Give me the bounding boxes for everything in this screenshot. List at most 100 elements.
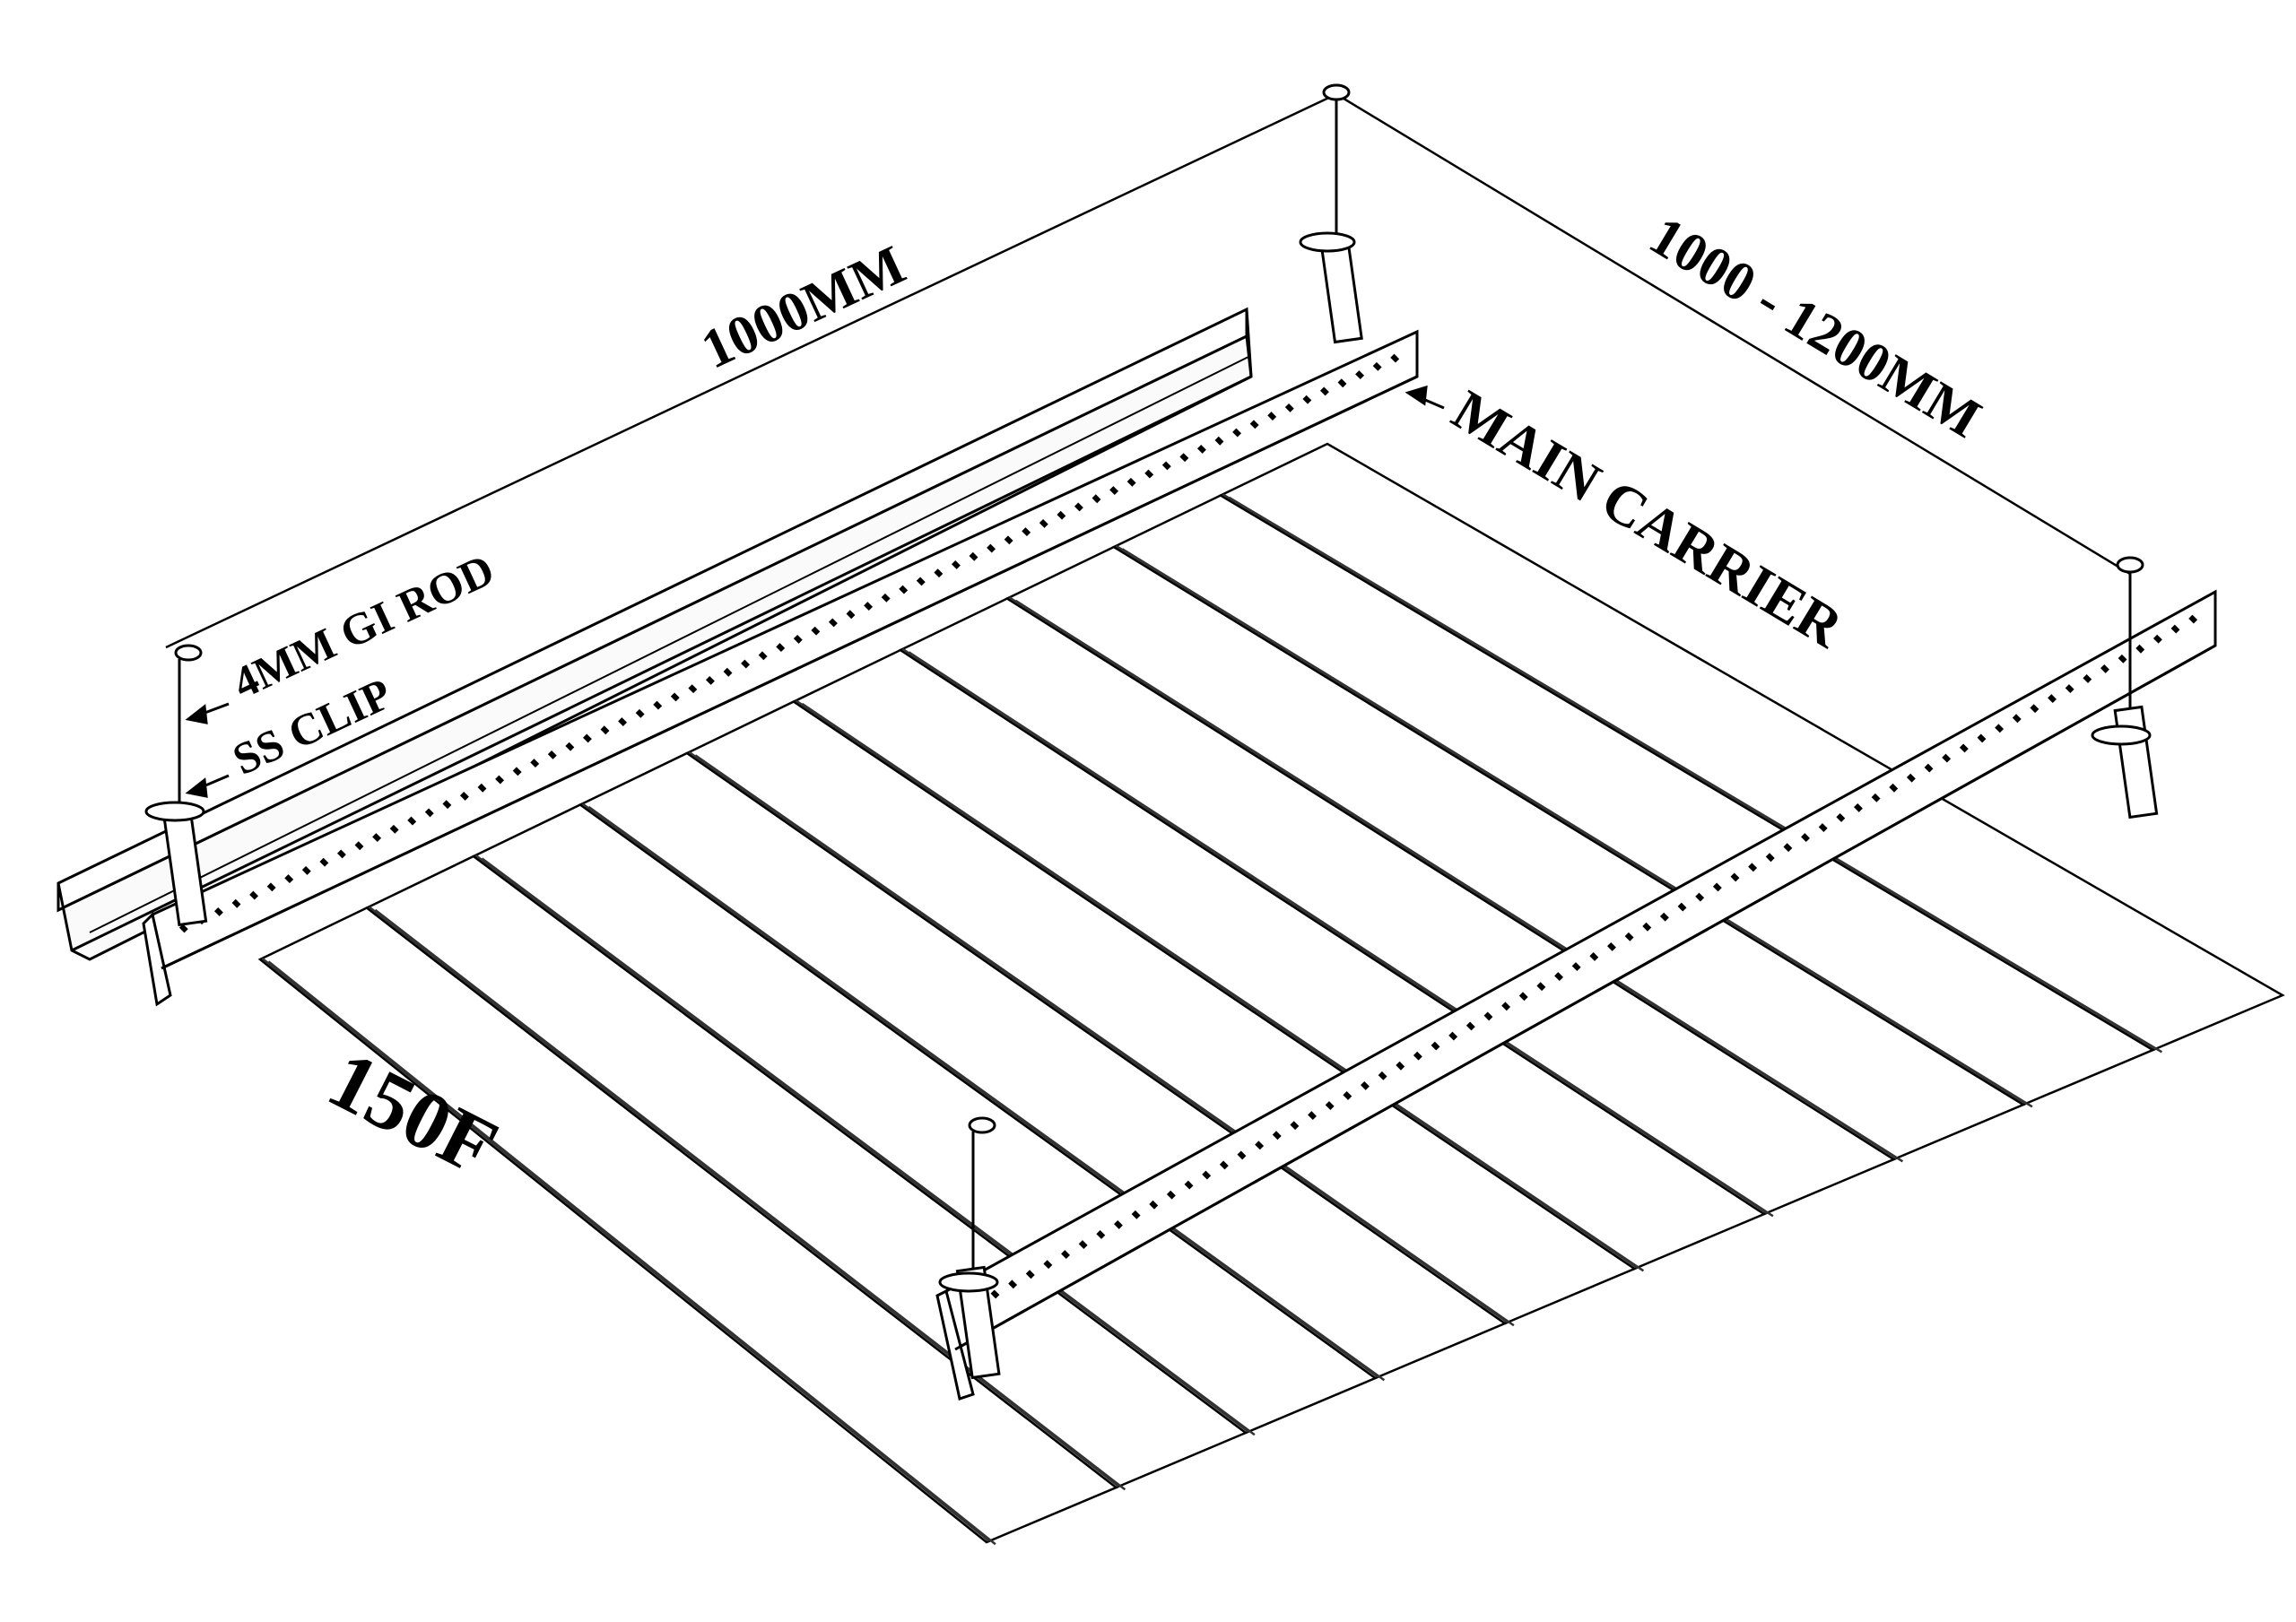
gi-rod-arrowhead xyxy=(185,704,208,724)
panel-groove xyxy=(694,754,1515,1327)
carrier-hole xyxy=(1166,1190,1176,1200)
panel-groove xyxy=(267,960,996,1546)
carrier-hole xyxy=(1308,1111,1317,1121)
carrier-hole xyxy=(1977,733,1987,743)
carrier-hole xyxy=(1355,370,1365,379)
carrier-hole xyxy=(530,759,540,768)
carrier-hole xyxy=(741,659,751,669)
carrier-hole xyxy=(284,874,294,884)
hanger-left xyxy=(144,644,208,927)
wall-angle-channel xyxy=(57,307,1253,961)
carrier-hole xyxy=(1571,962,1581,971)
panel-groove xyxy=(261,957,990,1542)
carrier-hole xyxy=(1501,1002,1511,1011)
carrier-hole xyxy=(1343,1091,1352,1100)
carrier-hole xyxy=(864,602,874,611)
carrier-hole xyxy=(846,610,856,620)
carrier-hole xyxy=(987,543,996,553)
carrier-hole xyxy=(1818,823,1828,832)
carrier-hole xyxy=(1039,518,1048,528)
carrier-hole xyxy=(881,593,891,603)
carrier-hole xyxy=(618,717,628,726)
carrier-hole xyxy=(1179,453,1189,463)
carrier-hole xyxy=(424,808,434,818)
carrier-hole xyxy=(1642,922,1652,932)
carrier-hole xyxy=(2030,704,2039,714)
length-dimension-label: 1000MM xyxy=(692,234,914,380)
carrier-hole xyxy=(1659,912,1669,922)
carrier-hole xyxy=(1483,1011,1493,1021)
carrier-hole xyxy=(1554,972,1563,982)
carrier-hole xyxy=(1057,510,1066,520)
carrier-hole xyxy=(899,585,909,594)
carrier-hole xyxy=(1114,1219,1123,1229)
carrier-hole xyxy=(776,643,786,653)
ceiling-panel xyxy=(1218,442,2285,1052)
panel-groove xyxy=(374,908,1126,1491)
carrier-hole xyxy=(459,792,469,801)
carrier-hole xyxy=(758,651,768,661)
carrier-hole xyxy=(1836,813,1846,822)
carrier-hole xyxy=(1004,535,1013,545)
carrier-hole xyxy=(1255,1141,1265,1150)
carrier-hole xyxy=(1372,361,1382,371)
carrier-hole xyxy=(565,742,575,751)
carrier-hole xyxy=(1765,853,1775,863)
carrier-hole xyxy=(231,898,241,908)
hanger-right xyxy=(2091,556,2159,820)
carrier-hole xyxy=(266,882,276,892)
carrier-hole xyxy=(969,551,978,561)
carrier-hole xyxy=(1096,1230,1106,1239)
carrier-hole xyxy=(1448,1031,1458,1041)
ceiling-panels xyxy=(257,442,2285,1546)
carrier-hole xyxy=(301,865,311,875)
carrier-hole xyxy=(1695,892,1705,902)
carrier-hole xyxy=(1319,386,1329,396)
carrier-hole xyxy=(1219,1160,1229,1170)
carrier-hole xyxy=(705,676,715,685)
carrier-hole xyxy=(828,618,838,628)
carrier-hole xyxy=(1325,1101,1335,1110)
carrier-hole xyxy=(1249,420,1259,429)
carrier-hole xyxy=(1431,1041,1440,1051)
carrier-hole xyxy=(1131,1210,1141,1219)
main-carrier-arrowhead xyxy=(1405,385,1428,406)
carrier-hole xyxy=(723,667,733,677)
panel-groove xyxy=(587,805,1386,1382)
carrier-hole xyxy=(1008,1279,1018,1289)
main-carrier-back xyxy=(142,329,1419,1007)
panel-groove xyxy=(481,857,1256,1436)
hanger-front xyxy=(938,1116,1001,1380)
carrier-hole xyxy=(1272,1131,1282,1141)
carrier-hole xyxy=(1214,436,1224,446)
carrier-hole xyxy=(1589,952,1599,961)
carrier-hole xyxy=(442,800,452,810)
carrier-hole xyxy=(1078,1240,1088,1249)
carrier-hole xyxy=(1748,863,1758,872)
panel-groove xyxy=(908,651,1774,1218)
carrier-hole xyxy=(934,568,944,578)
carrier-hole xyxy=(1126,477,1136,487)
carrier-hole xyxy=(2012,714,2022,724)
carrier-hole xyxy=(336,849,346,859)
carrier-hole xyxy=(1624,932,1634,941)
carrier-hole xyxy=(1536,982,1546,992)
carrier-hole xyxy=(1518,992,1528,1002)
carrier-hole xyxy=(582,733,592,743)
carrier-hole xyxy=(1607,941,1616,951)
carrier-hole xyxy=(1284,403,1294,412)
carrier-hole xyxy=(990,1289,1000,1299)
carrier-hole xyxy=(1022,527,1031,537)
carrier-hole xyxy=(1378,1071,1387,1080)
carrier-hole xyxy=(1801,833,1810,843)
carrier-hole xyxy=(477,783,487,793)
carrier-hole xyxy=(1677,902,1687,912)
carrier-hole xyxy=(1465,1021,1475,1031)
carrier-hole xyxy=(1025,1270,1035,1279)
carrier-hole xyxy=(1730,872,1740,882)
carrier-hole xyxy=(2100,664,2109,673)
carrier-hole xyxy=(688,684,698,694)
carrier-hole xyxy=(1196,445,1206,454)
panel-groove xyxy=(801,702,1645,1272)
